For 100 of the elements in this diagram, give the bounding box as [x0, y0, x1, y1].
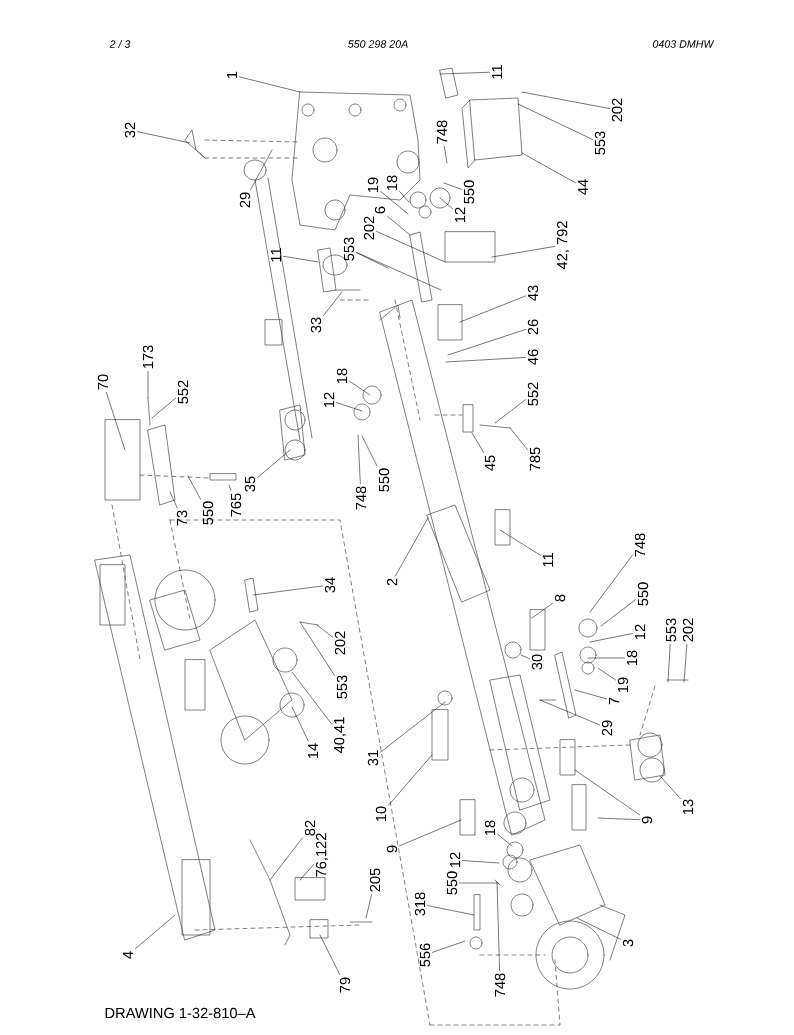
leader-line: [462, 860, 500, 864]
leader-line: [574, 769, 640, 816]
leader-line: [531, 603, 553, 619]
leader-line: [589, 554, 633, 613]
callout-number: 11: [270, 248, 282, 262]
leader-line: [459, 295, 526, 323]
leader-line: [252, 585, 323, 596]
header-text: 2 / 3: [109, 40, 131, 48]
header-text: 550 298 20A: [348, 40, 408, 48]
callout-number: 202: [611, 98, 623, 122]
callout-number: 1: [226, 71, 238, 78]
leader-line: [439, 72, 490, 75]
header-text: 0403 DMHW: [652, 40, 715, 48]
callout-number: 19: [617, 677, 629, 693]
callout-number: 29: [601, 720, 613, 736]
callout-number: 76,122: [315, 833, 329, 877]
leader-line: [497, 833, 513, 847]
callout-number: 553: [336, 675, 348, 699]
leader-line: [291, 706, 309, 741]
leader-line: [399, 191, 410, 203]
callout-number: 205: [369, 868, 381, 892]
callout-number: 79: [339, 977, 351, 993]
callout-number: 26: [527, 319, 539, 335]
leader-line: [517, 103, 593, 140]
callout-number: 12: [449, 852, 461, 868]
callout-number: 9: [386, 845, 398, 853]
leader-line: [323, 291, 343, 316]
callout-number: 173: [142, 345, 154, 369]
leader-line: [499, 529, 541, 556]
callout-number: 748: [436, 120, 448, 144]
leader-line: [471, 432, 484, 453]
callout-number: 550: [463, 180, 475, 204]
callout-number: 550: [202, 501, 214, 525]
callout-number: 202: [682, 618, 694, 642]
callout-number: 553: [665, 618, 677, 642]
callout-number: 6: [374, 206, 386, 214]
leader-line: [667, 644, 671, 683]
leader-line: [228, 484, 232, 491]
callout-number: 748: [634, 533, 646, 557]
leader-line: [521, 152, 576, 184]
leader-line: [135, 914, 176, 950]
callout-number: 3: [622, 939, 634, 947]
callout-number: 34: [324, 577, 336, 593]
drawing-number: DRAWING 1-32-810–A: [105, 1007, 256, 1019]
callout-number: 552: [527, 382, 539, 406]
leader-line: [257, 449, 291, 478]
leader-line: [169, 491, 178, 508]
callout-number: 552: [177, 380, 189, 404]
callout-number: 44: [577, 179, 589, 195]
leader-line: [395, 517, 429, 576]
leader-line: [187, 475, 201, 500]
leader-line: [356, 252, 389, 269]
callout-number: 82: [304, 820, 316, 836]
callout-number: 553: [594, 131, 606, 155]
callout-number: 4: [122, 951, 134, 959]
leader-line: [357, 434, 361, 484]
callout-number: 32: [124, 122, 136, 138]
leader-line: [597, 817, 640, 820]
leader-line: [496, 881, 500, 971]
callout-number: 14: [307, 743, 319, 759]
callout-number: 43: [527, 285, 539, 301]
callout-number: 748: [355, 486, 367, 510]
leader-line: [597, 667, 616, 681]
callout-number: 748: [494, 973, 506, 997]
callout-number: 9: [641, 816, 653, 824]
leader-line: [576, 917, 621, 940]
leader-line: [574, 689, 607, 700]
leader-line: [387, 215, 411, 236]
callout-number: 12: [634, 624, 646, 640]
leader-line: [427, 905, 475, 916]
leader-line: [137, 131, 191, 144]
callout-number: 11: [491, 65, 503, 79]
callout-number: 45: [484, 455, 496, 471]
leader-line: [106, 392, 126, 451]
leader-line: [459, 882, 499, 884]
leader-line: [399, 819, 462, 847]
leader-line: [147, 371, 149, 399]
leader-line: [316, 624, 333, 638]
leader-line: [336, 402, 363, 412]
leader-line: [239, 76, 301, 93]
callout-number: 11: [542, 553, 554, 567]
leader-line: [445, 357, 526, 363]
callout-number: 18: [626, 650, 638, 666]
callout-number: 18: [484, 820, 496, 836]
callout-number: 550: [637, 582, 649, 606]
leader-line: [250, 149, 273, 190]
leader-line: [299, 864, 314, 881]
callout-number: 550: [378, 468, 390, 492]
callout-number: 202: [334, 631, 346, 655]
callout-number: 556: [419, 943, 431, 967]
callout-number: 31: [367, 750, 379, 766]
leader-line: [491, 246, 555, 258]
leader-line: [376, 231, 446, 263]
leader-line: [151, 398, 176, 419]
callout-number: 785: [529, 447, 541, 471]
callout-number: 13: [682, 799, 694, 815]
callout-number: 42, 792: [556, 221, 570, 270]
callout-number: 553: [343, 237, 355, 261]
callout-number: 33: [310, 317, 322, 333]
leader-line: [291, 671, 332, 725]
